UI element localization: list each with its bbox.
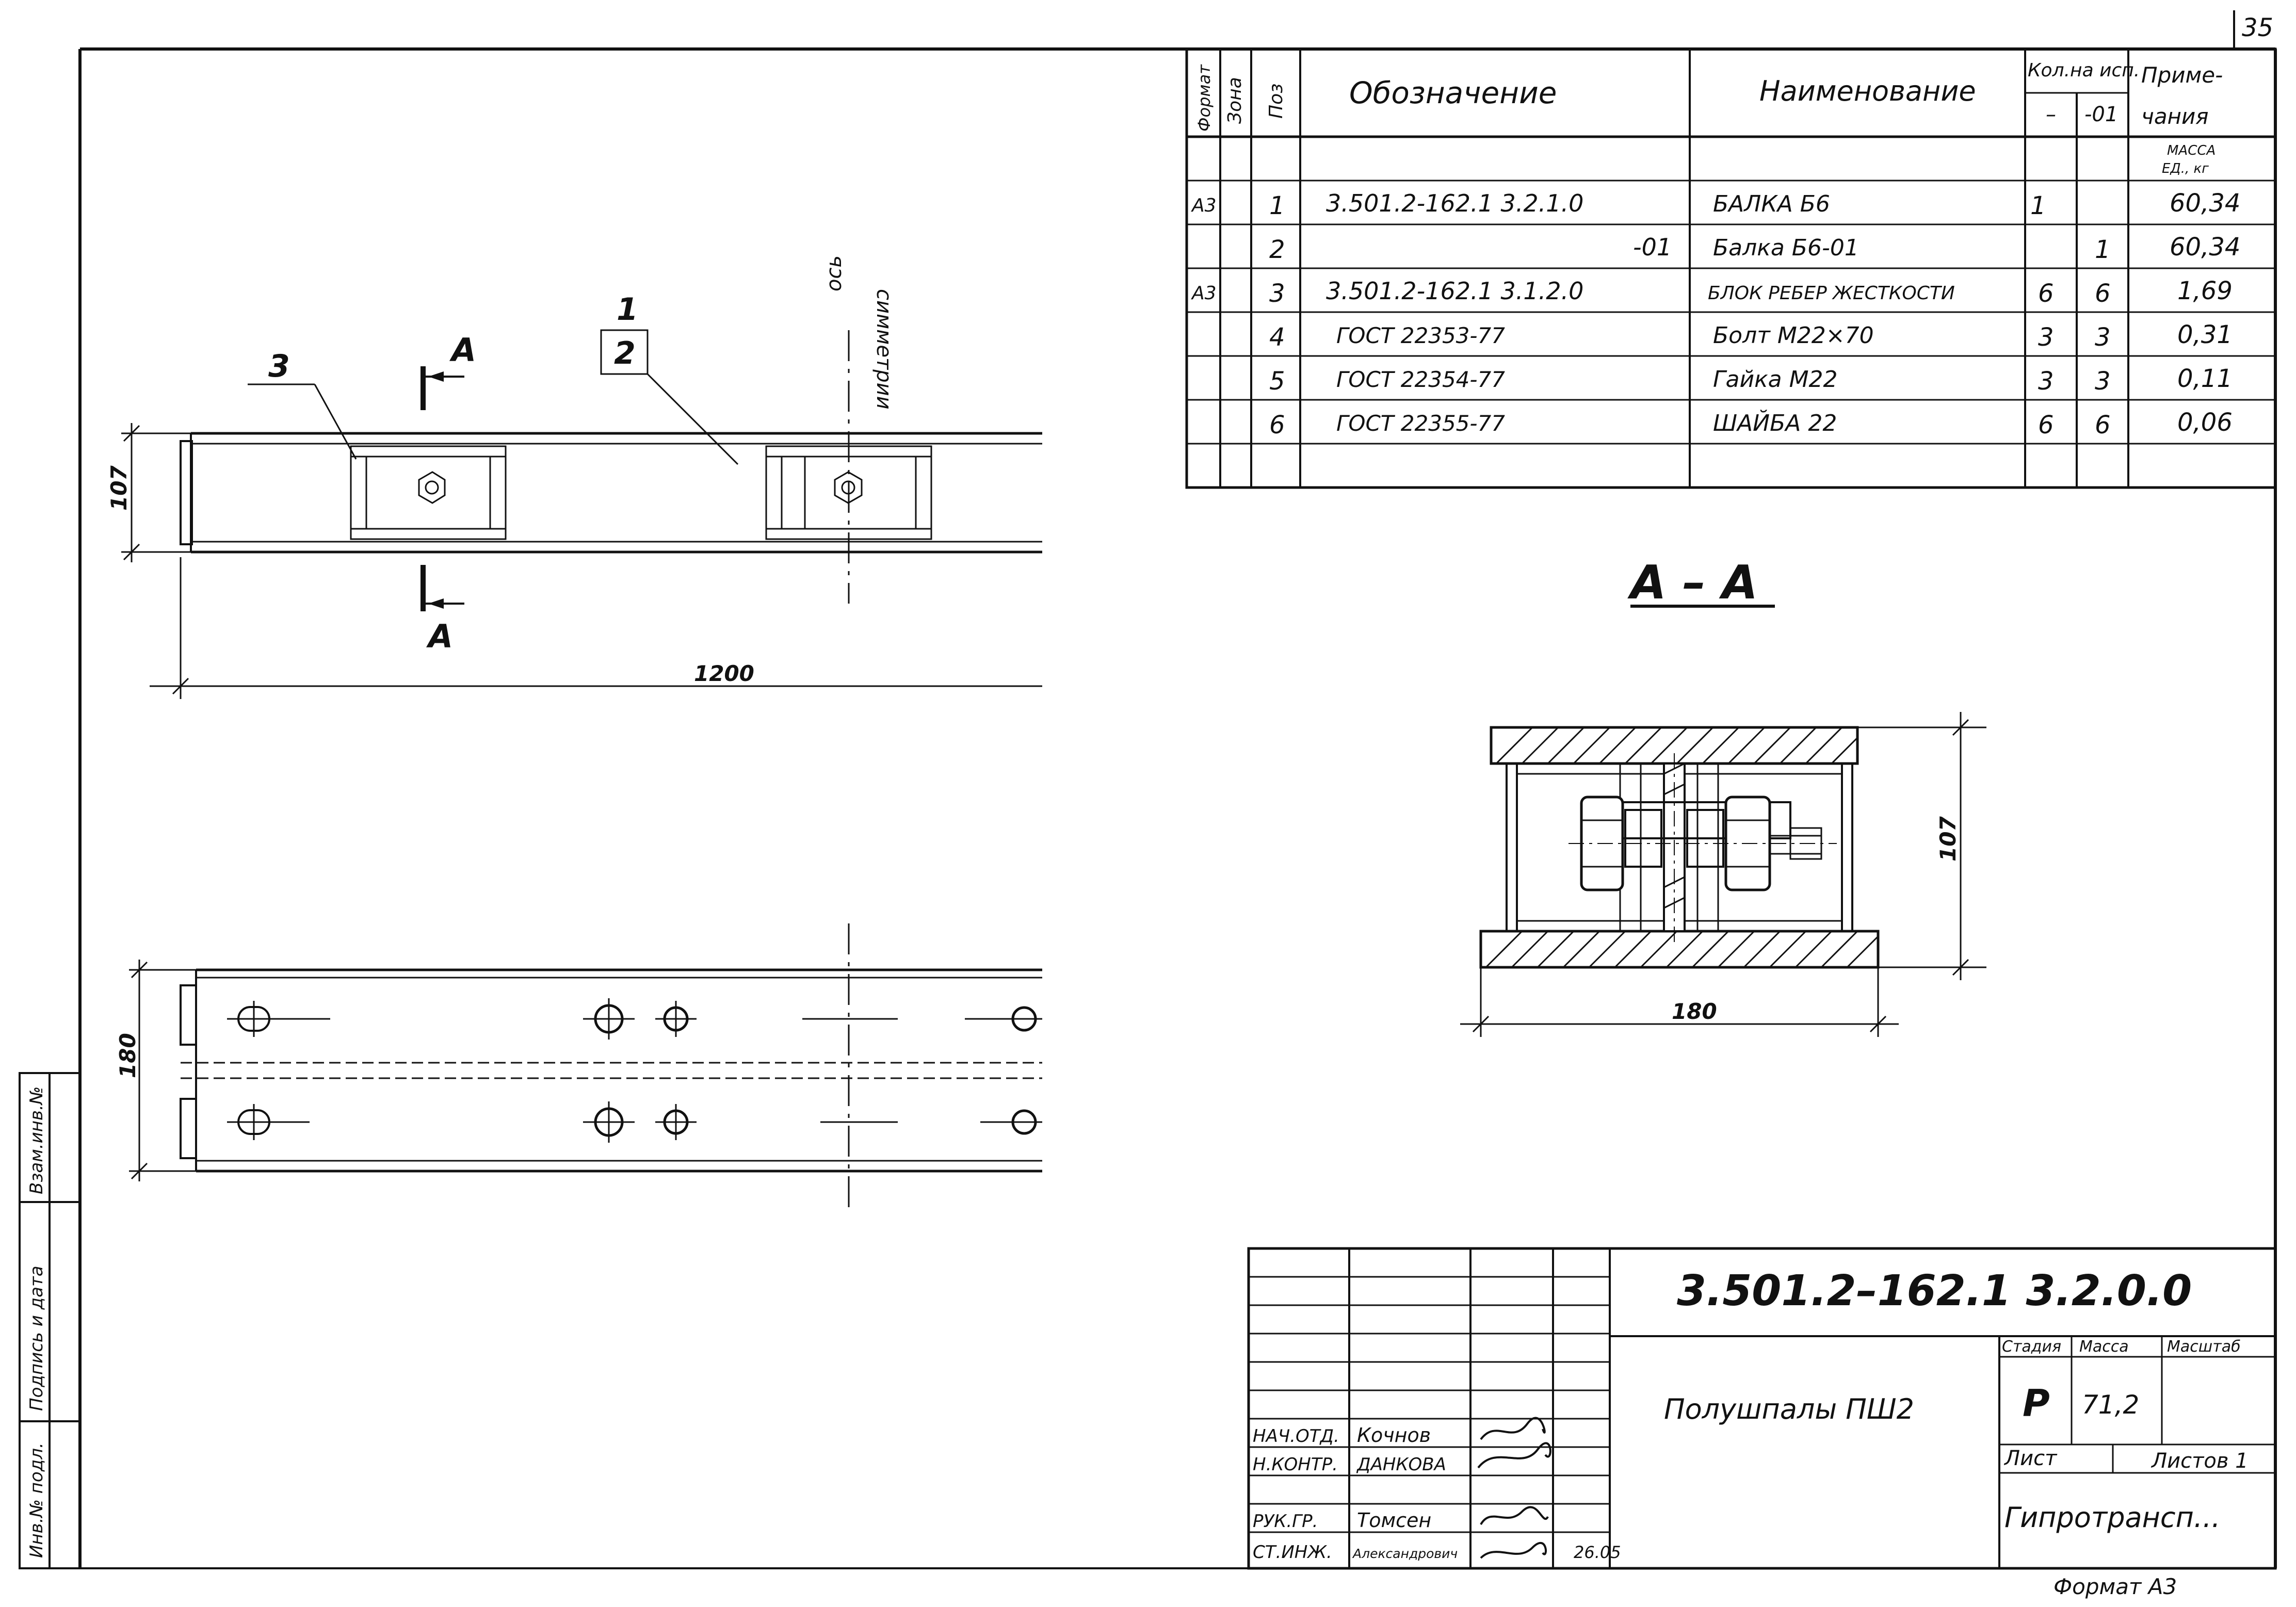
header-zone: Зона — [1224, 77, 1246, 124]
row3-qty-b: 6 — [2095, 279, 2111, 308]
document-code: 3.501.2–162.1 3.2.0.0 — [1677, 1267, 2192, 1316]
row4-pos: 4 — [1269, 323, 1285, 352]
leader-3-label: 3 — [268, 348, 290, 384]
section-title: А – А — [1627, 556, 1758, 610]
row5-pos: 5 — [1269, 367, 1285, 396]
stamp-inv-no: Инв.№ подл. — [26, 1442, 47, 1558]
dim-front-length: 1200 — [694, 661, 754, 686]
row1-note: 60,34 — [2170, 189, 2240, 218]
row3-name: БЛОК РЕБЕР ЖЕСТКОСТИ — [1708, 283, 1955, 304]
row2-note: 60,34 — [2170, 233, 2240, 262]
person4-role: СТ.ИНЖ. — [1253, 1542, 1332, 1563]
person2-role: Н.КОНТР. — [1253, 1454, 1338, 1475]
row2-name: Балка Б6-01 — [1713, 235, 1859, 261]
row6-qty-a: 6 — [2038, 411, 2054, 440]
row6-qty-b: 6 — [2095, 411, 2111, 440]
header-name: Наименование — [1759, 75, 1976, 107]
person3-name: Томсен — [1357, 1509, 1431, 1532]
row2-pos: 2 — [1269, 235, 1285, 264]
dim-section-width: 180 — [1672, 999, 1717, 1024]
front-view: ось симметрии А А 3 1 2 107 1200 — [106, 255, 1042, 699]
header-note-2: чания — [2141, 104, 2209, 129]
person4-name: Александрович — [1352, 1546, 1458, 1561]
row6-note: 0,06 — [2177, 408, 2233, 437]
row4-qty-a: 3 — [2038, 323, 2054, 352]
person3-role: РУК.ГР. — [1253, 1511, 1318, 1532]
row4-qty-b: 3 — [2095, 323, 2111, 352]
scale-label: Масштаб — [2167, 1338, 2241, 1356]
row4-note: 0,31 — [2177, 320, 2233, 349]
header-qty-group: Кол.на исп. — [2028, 60, 2140, 81]
row6-name: ШАЙБА 22 — [1713, 409, 1837, 436]
row5-name: Гайка М22 — [1713, 366, 1838, 393]
stage-value: Р — [2023, 1382, 2050, 1425]
row5-designation: ГОСТ 22354-77 — [1336, 367, 1505, 392]
row1-qty-a: 1 — [2030, 191, 2046, 220]
header-note: Приме- — [2141, 62, 2223, 88]
row1-format: А3 — [1191, 195, 1217, 216]
row3-pos: 3 — [1269, 279, 1285, 308]
row5-qty-a: 3 — [2038, 367, 2054, 396]
person1-role: НАЧ.ОТД. — [1253, 1426, 1339, 1447]
plan-view: 180 — [115, 923, 1042, 1212]
sheets-label: Листов 1 — [2151, 1449, 2249, 1473]
row4-designation: ГОСТ 22353-77 — [1336, 323, 1505, 348]
dim-plan-width: 180 — [115, 1033, 140, 1078]
sheet-label: Лист — [2003, 1447, 2058, 1470]
row2-qty-b: 1 — [2095, 235, 2111, 264]
organization: Гипротрансп... — [2004, 1501, 2220, 1534]
row3-note: 1,69 — [2177, 277, 2233, 305]
section-mark-bottom: А — [426, 618, 453, 655]
row6-designation: ГОСТ 22355-77 — [1336, 411, 1505, 436]
row5-note: 0,11 — [2177, 364, 2233, 393]
mass-value: 71,2 — [2082, 1390, 2139, 1420]
person4-date: 26.05 — [1574, 1543, 1621, 1562]
header-qty-a: – — [2046, 103, 2056, 126]
note-mass-label: МАССА — [2167, 143, 2216, 158]
header-qty-b: -01 — [2084, 103, 2118, 126]
header-pos: Поз — [1266, 84, 1287, 119]
row4-name: Болт М22×70 — [1713, 322, 1874, 349]
row1-pos: 1 — [1269, 191, 1285, 220]
mass-label: Масса — [2079, 1338, 2129, 1356]
leader-2-label: 2 — [614, 335, 636, 371]
sheet-number: 35 — [2242, 13, 2273, 42]
row6-pos: 6 — [1269, 411, 1285, 440]
title-block: 3.501.2–162.1 3.2.0.0 Полушпалы ПШ2 Стад… — [1247, 1247, 2277, 1599]
note-mass-unit: ЕД., кг — [2162, 161, 2209, 176]
specification-table: Формат Зона Поз Обозначение Наименование… — [1185, 47, 2277, 489]
dim-front-height: 107 — [106, 465, 132, 511]
stamp-sign-date: Подпись и дата — [26, 1265, 47, 1411]
margin-stamp: Инв.№ подл. Подпись и дата Взам.инв.№ — [19, 1072, 81, 1569]
row3-format: А3 — [1191, 283, 1217, 304]
header-format: Формат — [1194, 64, 1214, 132]
document-title: Полушпалы ПШ2 — [1664, 1393, 1914, 1425]
format-note: Формат А3 — [2054, 1574, 2177, 1599]
row2-designation: -01 — [1633, 233, 1672, 261]
section-a-a: А – А — [1460, 556, 1986, 1037]
row1-designation: 3.501.2-162.1 3.2.1.0 — [1326, 189, 1583, 217]
row3-qty-a: 6 — [2038, 279, 2054, 308]
stamp-replace-inv: Взам.инв.№ — [26, 1086, 47, 1194]
stage-label: Стадия — [2002, 1338, 2061, 1356]
signature-scribbles — [1477, 1417, 1551, 1559]
header-designation: Обозначение — [1349, 75, 1557, 110]
dim-section-height: 107 — [1935, 816, 1961, 862]
axis-label-1: ось — [822, 255, 846, 291]
leader-1-label: 1 — [617, 291, 638, 328]
row1-name: БАЛКА Б6 — [1713, 191, 1830, 217]
row5-qty-b: 3 — [2095, 367, 2111, 396]
row3-designation: 3.501.2-162.1 3.1.2.0 — [1326, 277, 1583, 305]
person2-name: ДАНКОВА — [1356, 1454, 1446, 1475]
axis-label-2: симметрии — [872, 289, 896, 410]
person1-name: Кочнов — [1357, 1424, 1431, 1447]
section-mark-top: А — [449, 331, 476, 369]
